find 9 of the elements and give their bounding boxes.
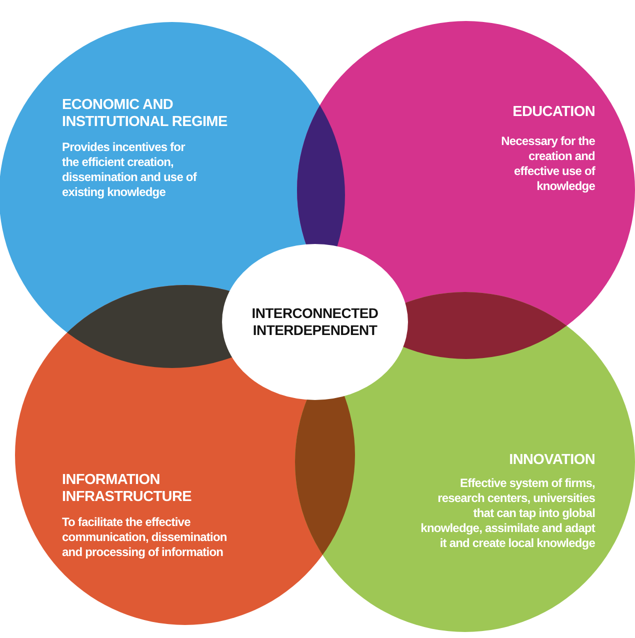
circle-description: To facilitate the effective communication, dissemination and processing of information: [62, 515, 228, 560]
circle-heading: EDUCATION: [512, 104, 595, 121]
circle-heading: INNOVATION: [508, 452, 595, 469]
circle-description: Necessary for the creation and effective use of knowledge: [500, 134, 595, 194]
circle-description: Provides incentives for the efficient creation, dissemination and use of existing knowledge: [62, 140, 197, 200]
circle-heading: INFORMATION INFRASTRUCTURE: [62, 472, 193, 506]
center-label: INTERCONNECTED INTERDEPENDENT: [250, 305, 380, 339]
circle-heading: ECONOMIC AND INSTITUTIONAL REGIME: [62, 97, 228, 131]
circle-description: Effective system of firms, research centers, universities that can tap into global knowledge, assimilate and adapt it and create local knowledge: [420, 476, 595, 551]
